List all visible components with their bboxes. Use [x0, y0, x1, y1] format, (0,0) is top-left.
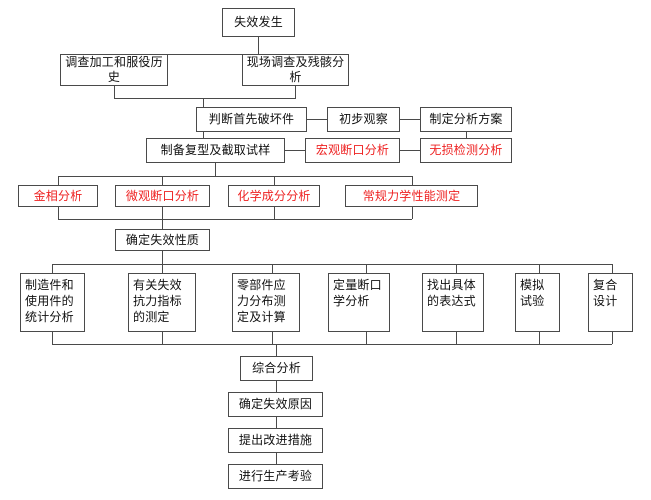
node-label: 制定分析方案	[429, 112, 503, 126]
node-label: 定量断口学分析	[333, 278, 382, 308]
node-macro-fracture-analysis[interactable]: 宏观断口分析	[305, 138, 400, 163]
connector-to-n14	[162, 219, 163, 229]
connector-to-n12	[274, 176, 275, 185]
connector-n14-down	[162, 251, 163, 264]
node-conventional-mechanical-property-test[interactable]: 常规力学性能测定	[345, 185, 478, 207]
node-label: 有关失效抗力指标的测定	[133, 278, 182, 324]
node-label: 初步观察	[339, 112, 388, 126]
node-label: 失效发生	[234, 15, 283, 29]
connector-to-n13	[412, 176, 413, 185]
node-identify-first-failed-part[interactable]: 判断首先破坏件	[196, 107, 307, 132]
connector-n10-down	[58, 207, 59, 219]
node-label: 确定失效性质	[125, 232, 200, 247]
node-prepare-replica-and-samples[interactable]: 制备复型及截取试样	[146, 138, 285, 163]
connector-n21-down	[612, 332, 613, 344]
node-label: 现场调查及残骸分析	[246, 55, 345, 84]
connector-n11-down	[162, 207, 163, 219]
node-label: 提出改进措施	[238, 433, 313, 447]
node-label: 综合分析	[252, 361, 301, 375]
connector-n12-down	[274, 207, 275, 219]
connector-bus-row6	[58, 219, 412, 220]
node-label: 无损检测分析	[429, 143, 503, 157]
connector-to-n15	[52, 264, 53, 273]
node-label: 化学成分分析	[237, 188, 311, 203]
connector-n13-down	[412, 207, 413, 219]
connector-n19-down	[456, 332, 457, 344]
node-formulate-analysis-plan[interactable]: 制定分析方案	[420, 107, 512, 132]
connector-to-n20	[539, 264, 540, 273]
node-label: 复合设计	[593, 278, 618, 308]
connector-n6-n9	[466, 132, 467, 142]
connector-to-n10	[58, 176, 59, 185]
node-label: 确定失效原因	[238, 397, 313, 411]
connector-n4-n5	[307, 119, 327, 120]
connector-n18-down	[366, 332, 367, 344]
node-simulation-test[interactable]: 模拟试验	[515, 273, 560, 332]
connector-n8-n9	[400, 150, 420, 151]
connector-to-n19	[456, 264, 457, 273]
node-site-investigation-wreckage-analysis[interactable]: 现场调查及残骸分析	[242, 54, 349, 86]
node-chemical-composition-analysis[interactable]: 化学成分分析	[228, 185, 320, 207]
connector-to-n11	[162, 176, 163, 185]
connector-bus-row3	[114, 98, 296, 99]
connector-n7-down	[215, 163, 216, 176]
node-metallographic-analysis[interactable]: 金相分析	[18, 185, 98, 207]
node-label: 找出具体的表达式	[427, 278, 476, 308]
connector-n20-down	[539, 332, 540, 344]
node-composite-design[interactable]: 复合设计	[588, 273, 633, 332]
node-failure-resistance-index-measurement[interactable]: 有关失效抗力指标的测定	[128, 273, 196, 332]
connector-to-n18	[366, 264, 367, 273]
connector-n2-down	[114, 86, 115, 98]
connector-n23-n24	[276, 417, 277, 428]
node-preliminary-observation[interactable]: 初步观察	[327, 107, 400, 132]
connector-bus-row2	[114, 54, 296, 55]
node-label: 制造件和使用件的统计分析	[25, 278, 74, 324]
connector-to-n21	[612, 264, 613, 273]
node-micro-fracture-analysis[interactable]: 微观断口分析	[115, 185, 210, 207]
connector-bus-row5	[58, 176, 412, 177]
connector-n16-down	[162, 332, 163, 344]
node-label: 调查加工和服役历史	[65, 55, 163, 84]
node-label: 微观断口分析	[125, 188, 200, 203]
node-label: 判断首先破坏件	[208, 112, 295, 126]
connector-n17-down	[272, 332, 273, 344]
node-failure-occurrence[interactable]: 失效发生	[222, 8, 295, 37]
connector-n1-down	[258, 37, 259, 54]
connector-n4-n7	[203, 132, 204, 142]
node-label: 零部件应力分布测定及计算	[237, 278, 286, 324]
node-quantitative-fractography-analysis[interactable]: 定量断口学分析	[328, 273, 390, 332]
connector-bus-row7	[52, 264, 612, 265]
node-investigate-processing-service-history[interactable]: 调查加工和服役历史	[60, 54, 168, 86]
node-label: 制备复型及截取试样	[160, 143, 271, 157]
connector-to-n16	[162, 264, 163, 273]
connector-n15-down	[52, 332, 53, 344]
node-propose-improvement-measures[interactable]: 提出改进措施	[228, 428, 323, 453]
node-determine-failure-cause[interactable]: 确定失效原因	[228, 392, 323, 417]
node-label: 常规力学性能测定	[362, 188, 461, 203]
node-comprehensive-analysis[interactable]: 综合分析	[240, 356, 313, 381]
connector-bus-row8	[52, 344, 612, 345]
node-conduct-production-verification[interactable]: 进行生产考验	[228, 464, 323, 489]
connector-n24-n25	[276, 453, 277, 464]
connector-to-n17	[272, 264, 273, 273]
connector-n22-n23	[276, 381, 277, 392]
node-determine-failure-nature[interactable]: 确定失效性质	[115, 229, 210, 251]
node-nondestructive-testing-analysis[interactable]: 无损检测分析	[420, 138, 512, 163]
connector-n7-n8	[285, 150, 305, 151]
node-statistics-of-manufactured-and-used-parts[interactable]: 制造件和使用件的统计分析	[20, 273, 85, 332]
node-part-stress-distribution-and-calculation[interactable]: 零部件应力分布测定及计算	[232, 273, 300, 332]
node-label: 进行生产考验	[238, 469, 313, 483]
connector-n5-n6	[400, 119, 420, 120]
node-find-specific-expression[interactable]: 找出具体的表达式	[422, 273, 484, 332]
node-label: 金相分析	[33, 188, 83, 203]
connector-to-n22	[276, 344, 277, 356]
connector-n3-down	[295, 86, 296, 98]
node-label: 模拟试验	[520, 278, 545, 308]
node-label: 宏观断口分析	[315, 143, 390, 157]
connector-to-n4	[203, 98, 204, 107]
